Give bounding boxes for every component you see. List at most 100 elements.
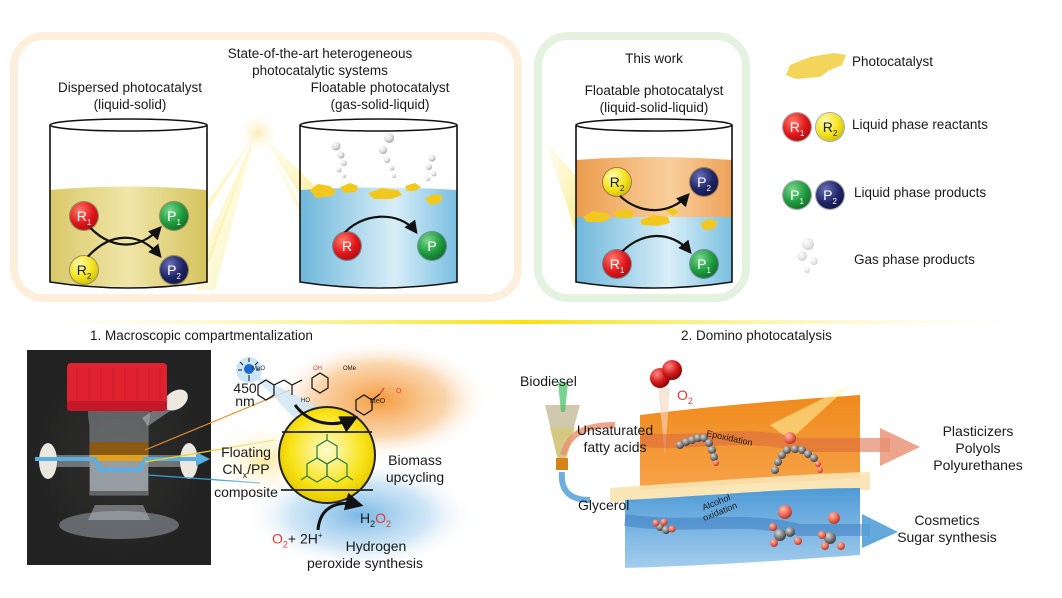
system1-title: Dispersed photocatalyst [57,80,203,95]
product-sphere: P [418,232,446,260]
ome-label: OMe [343,366,357,372]
sphere-subscript: 1 [176,217,181,227]
reactant-sphere: R1 [70,202,98,230]
gas-bubble-icon [802,238,814,250]
sphere-subscript: 2 [176,271,181,281]
sphere-label: P [427,238,437,254]
biomass-upcycling-label: Biomass upcycling [370,452,460,486]
heptazine-structure [300,434,354,483]
reactant-sphere: R [333,232,361,260]
o2-label: O2 [677,387,693,410]
floating-line2: CNx/PP [206,461,286,484]
sphere-label: R [609,256,620,272]
sphere-subscript: 1 [86,217,92,227]
biomass-line2: upcycling [385,469,445,485]
sphere-label: P [790,187,800,203]
wavelength-label: 450 nm [225,380,265,409]
product-cosmetics: Cosmetics [914,512,980,528]
product-sphere: P2 [816,181,844,209]
plus-2h-text: + 2H [287,530,318,547]
sphere-subscript: 1 [799,196,804,206]
system2-subtitle: (gas-solid-liquid) [330,97,430,112]
wavelength-value: 450 [233,380,257,396]
x-subscript: x [242,469,248,480]
biodiesel-label: Biodiesel [520,373,577,389]
biomass-line1: Biomass [388,452,442,468]
reactant-sphere: R2 [603,168,631,196]
h2o2-line1: Hydrogen [345,538,407,554]
sphere-subscript: 1 [706,265,711,275]
ho-label: HO [301,398,310,404]
product-plasticizers: Plasticizers [942,423,1014,439]
h2o2-product: H2O2 [360,510,391,533]
system3-title: Floatable photocatalyst [584,83,724,98]
floating-line1: Floating [221,444,271,460]
legend-gas-label: Gas phase products [854,252,975,267]
product-polyurethanes: Polyurethanes [933,457,1023,473]
fatty-line1: Unsaturated [576,422,654,438]
h2o2-synthesis-label: Hydrogen peroxide synthesis [300,538,430,572]
fatty-line2: fatty acids [583,439,647,455]
sphere-label: P [823,187,833,203]
o-subscript: 2 [386,518,392,529]
sphere-subscript: 1 [799,128,805,138]
group-title-line2: photocatalytic systems [252,63,388,78]
legend-photocatalyst-label: Photocatalyst [852,54,934,69]
system1-subtitle: (liquid-solid) [93,97,167,112]
system2-title: Floatable photocatalyst [310,80,450,95]
h-subscript: 2 [370,518,376,529]
plus-superscript: + [317,531,323,540]
sphere-label: P [167,262,177,278]
sphere-label: R [609,174,620,190]
cup-gas-solid-liquid [299,118,458,289]
sphere-subscript: 2 [86,271,92,281]
product-sugar-synthesis: Sugar synthesis [897,529,997,545]
wavelength-unit: nm [235,393,255,409]
group-title-line1: State-of-the-art heterogeneous [227,46,413,61]
lignin-molecule [257,372,385,416]
gas-bubble-icon [810,257,818,265]
o2-subscript: 2 [282,539,288,550]
sphere-label: R [76,262,87,278]
products-bottom-list: Cosmetics Sugar synthesis [882,512,1012,546]
product-sphere: P1 [690,250,718,278]
sphere-label: R [789,119,800,135]
floating-line3: composite [214,483,278,500]
product-sphere: P2 [160,256,188,284]
section2-graphics [545,360,920,568]
o2-reactant: O2+ 2H+ [272,527,323,553]
product-sphere: P1 [160,202,188,230]
h2o2-line2: peroxide synthesis [307,555,423,571]
gas-bubbles [331,133,437,181]
sphere-label: P [697,256,707,272]
meo-product-label: MeO [370,398,386,405]
sphere-subscript: 2 [832,196,837,206]
floating-composite-label: Floating CNx/PP composite [206,444,286,501]
reactant-sphere: R2 [816,113,844,141]
gas-bubble-icon [797,251,807,261]
sphere-label: P [697,174,707,190]
this-work-label: This work [625,51,683,66]
o2-text: O [677,387,688,403]
product-sphere: P2 [690,168,718,196]
products-top-list: Plasticizers Polyols Polyurethanes [918,423,1038,474]
product-polyols: Polyols [955,440,1001,456]
sphere-subscript: 2 [706,183,711,193]
oh-label: OH [313,366,322,372]
reactant-sphere: R1 [783,113,811,141]
sphere-label: P [167,208,177,224]
reactant-sphere: R2 [70,256,98,284]
h-text: H [360,510,371,526]
o2-subscript: 2 [687,395,693,406]
this-work-frame [534,32,750,302]
sphere-subscript: 1 [619,265,625,275]
pp-text: /PP [247,461,270,477]
glycerol-label: Glycerol [578,497,630,513]
system3-subtitle: (liquid-solid-liquid) [599,100,709,115]
legend-reactants-label: Liquid phase reactants [852,117,988,132]
meo-label: MeO [252,366,266,372]
photocatalyst-flakes [310,183,443,205]
section-divider [25,320,1025,324]
section2-title: 2. Domino photocatalysis [681,328,832,343]
reactant-sphere: R1 [603,250,631,278]
